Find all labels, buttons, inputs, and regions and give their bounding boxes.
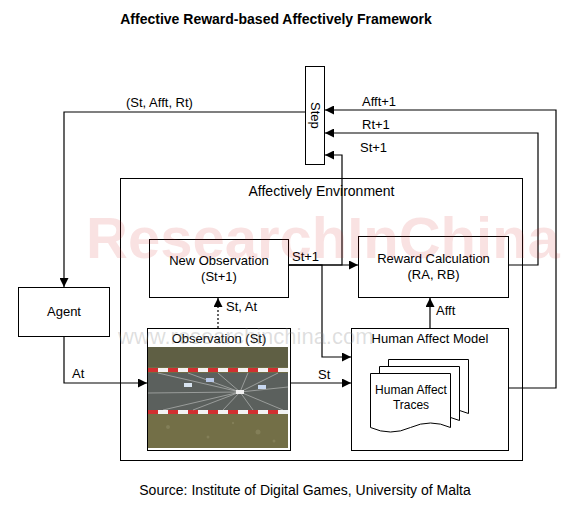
kerb-stripe: [258, 410, 268, 414]
process-box: Reward Calculation (RA, RB): [358, 236, 509, 298]
kerb-stripe: [168, 410, 178, 414]
container-title: Affectively Environment: [121, 183, 522, 199]
kerb-stripe: [158, 410, 168, 414]
kerb-stripe: [218, 368, 228, 372]
game-screenshot: [148, 347, 288, 448]
document-stack: Human Affect Traces: [370, 359, 470, 437]
kerb-stripe: [258, 368, 268, 372]
flow-arrow: [291, 382, 351, 383]
kerb-stripe: [208, 410, 218, 414]
kerb-stripe: [148, 410, 158, 414]
kerb-stripe: [178, 368, 188, 372]
kerb-stripe: [248, 368, 258, 372]
agent-box: Agent: [18, 287, 110, 337]
edge-label: Afft+1: [362, 94, 396, 110]
box-heading: Human Affect Model: [352, 331, 508, 347]
diagram-title: Affective Reward-based Affectively Frame…: [0, 11, 552, 27]
kerb-stripe: [148, 368, 158, 372]
node-label: Step: [307, 102, 323, 129]
flow-arrow: [325, 110, 556, 388]
process-box: New Observation (St+1): [149, 239, 289, 298]
kerb-stripe: [178, 410, 188, 414]
kerb-stripe: [218, 410, 228, 414]
edge-label: Afft: [436, 303, 455, 319]
flow-arrow: [325, 133, 538, 265]
edge-label: St: [318, 367, 330, 383]
dotted-arrow: [217, 298, 218, 328]
document-sheet: [371, 374, 451, 433]
edge-label: St+1: [292, 249, 319, 265]
flow-arrow: [64, 112, 305, 287]
kerb-stripe: [168, 368, 178, 372]
kerb-stripe: [188, 368, 198, 372]
flow-arrow: [289, 155, 342, 265]
edge-label: At: [72, 366, 84, 382]
node-label: Human Affect Traces: [372, 383, 450, 413]
source-caption: Source: Institute of Digital Games, Univ…: [30, 482, 574, 498]
kerb-stripe: [278, 410, 288, 414]
flow-arrow: [289, 264, 358, 265]
kerb-stripe: [268, 368, 278, 372]
step-box: Step: [305, 66, 325, 165]
kerb-stripe: [188, 410, 198, 414]
model-box: Human Affect ModelHuman Affect Traces: [351, 328, 509, 451]
kerb-stripe: [228, 368, 238, 372]
box-heading: Observation (St): [148, 331, 290, 347]
edge-label: (St, Afft, Rt): [126, 95, 193, 111]
edge-label: St+1: [360, 140, 387, 156]
flow-arrow: [64, 337, 147, 383]
kerb-stripe: [238, 410, 248, 414]
kerb-stripe: [158, 368, 168, 372]
kerb-stripe: [248, 410, 258, 414]
node-label: Agent: [47, 304, 81, 320]
edge-label: Rt+1: [362, 117, 390, 133]
kerb-stripe: [208, 368, 218, 372]
flow-arrow: [429, 298, 430, 328]
node-label: New Observation (St+1): [163, 253, 275, 285]
edge-label: St, At: [226, 299, 257, 315]
kerb-stripe: [268, 410, 278, 414]
kerb-stripe: [238, 368, 248, 372]
kerb-stripe: [198, 410, 208, 414]
kerb-stripe: [278, 368, 288, 372]
flow-arrow: [289, 265, 351, 357]
node-label: Reward Calculation (RA, RB): [370, 251, 498, 283]
kerb-stripe: [198, 368, 208, 372]
kerb-stripe: [228, 410, 238, 414]
